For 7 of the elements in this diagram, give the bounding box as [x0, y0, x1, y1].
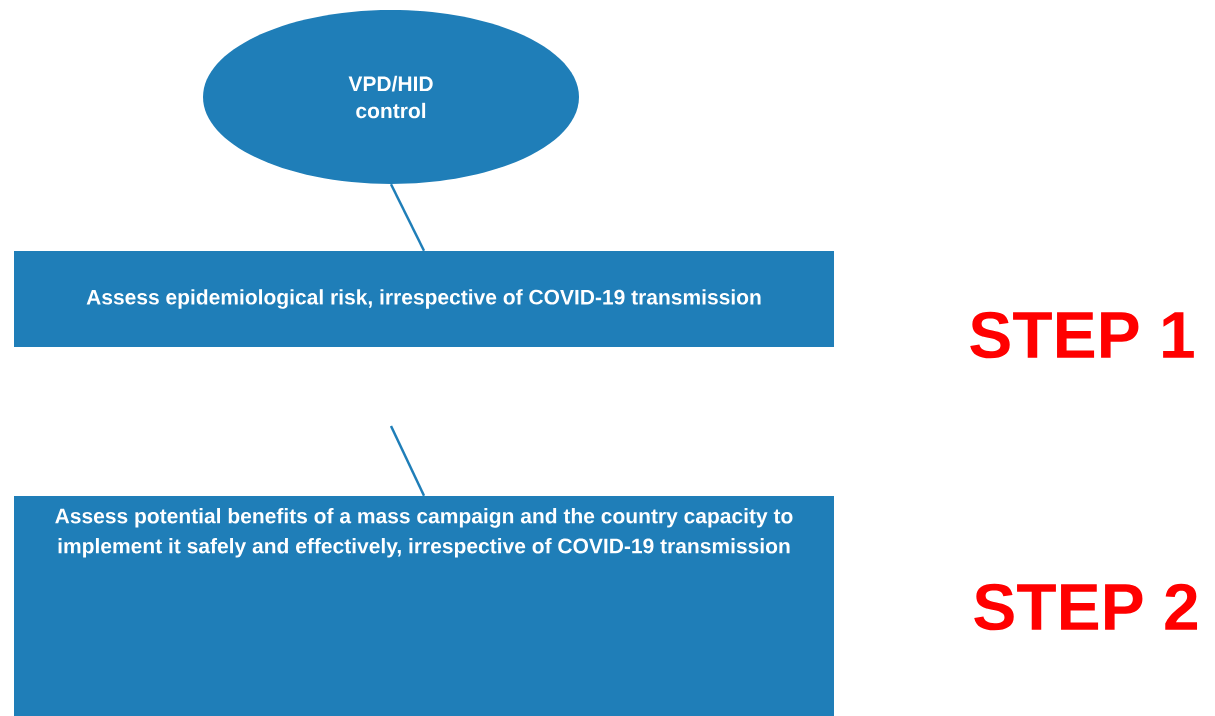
connector-line: [389, 425, 426, 497]
step-label: STEP 2: [974, 583, 1198, 631]
process-box: Assess potential benefits of a mass campaign and the country capacity to implement it safely and effectively, irrespective of COVID-19 transmission: [14, 496, 834, 716]
process-box: Assess epidemiological risk, irrespective of COVID-19 transmission: [14, 251, 834, 347]
step-label: STEP 1: [970, 311, 1194, 359]
ellipse-node: VPD/HID control: [203, 10, 579, 184]
connector-line: [389, 183, 426, 252]
